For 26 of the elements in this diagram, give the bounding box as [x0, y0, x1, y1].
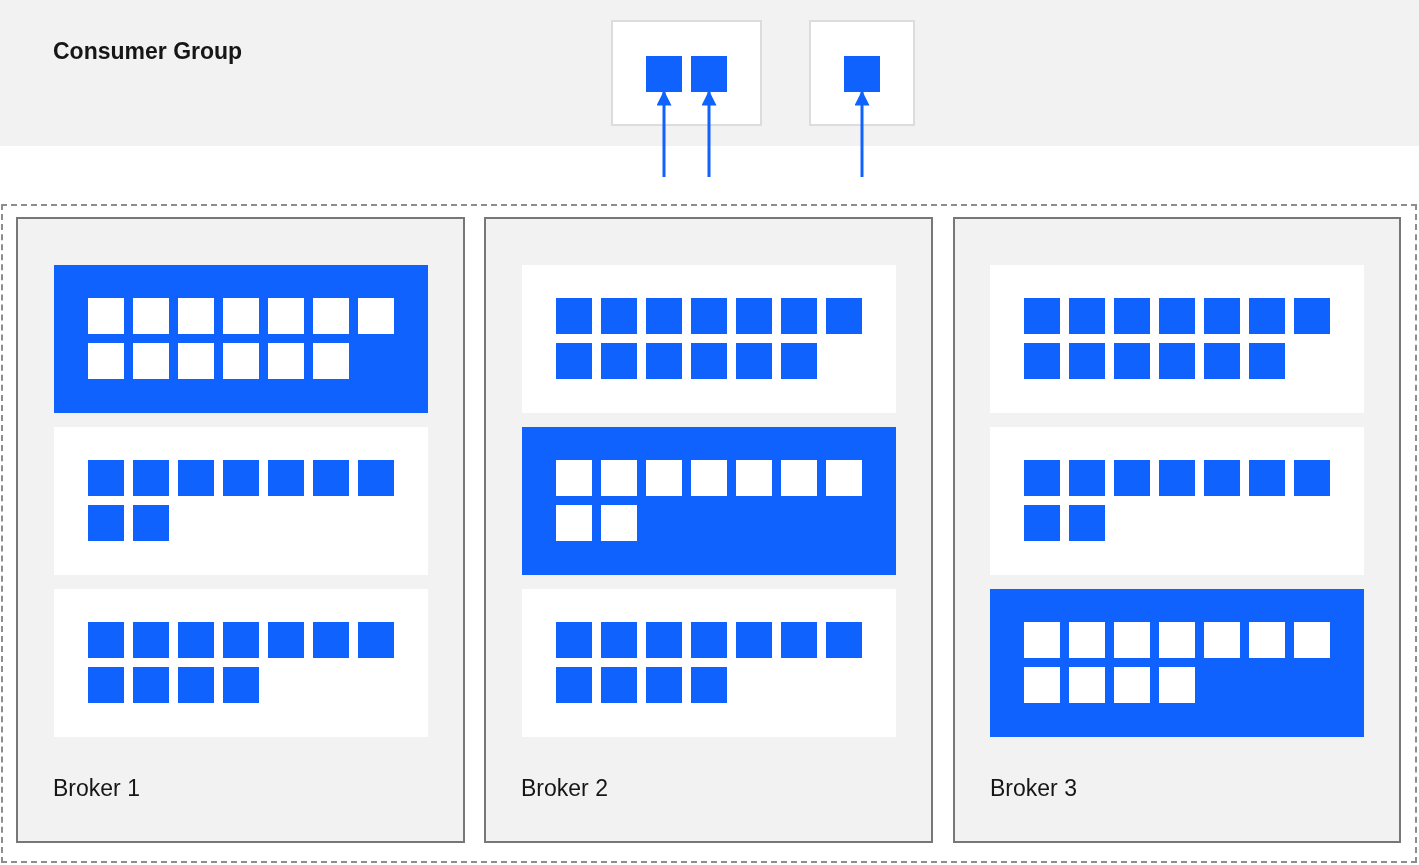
broker-label: Broker 1	[53, 775, 140, 802]
partition-panel	[522, 427, 896, 575]
broker-label: Broker 3	[990, 775, 1077, 802]
consumer-box	[809, 20, 915, 126]
broker-box	[484, 217, 933, 843]
partition-panel	[990, 427, 1364, 575]
broker-box	[16, 217, 465, 843]
group-title: Consumer Group	[53, 38, 243, 65]
broker-label: Broker 2	[521, 775, 608, 802]
partition-panel	[990, 265, 1364, 413]
partition-panel	[522, 265, 896, 413]
arrow	[854, 90, 870, 177]
consumer-square	[844, 56, 880, 92]
consumer-square	[691, 56, 727, 92]
partition-panel	[54, 427, 428, 575]
consumer-box	[611, 20, 762, 126]
consumer-group-band	[0, 0, 1419, 146]
arrow	[701, 90, 717, 177]
partition-panel	[54, 589, 428, 737]
partition-panel	[522, 589, 896, 737]
partition-panel	[990, 589, 1364, 737]
broker-box	[953, 217, 1401, 843]
partition-panel	[54, 265, 428, 413]
cluster-boundary	[1, 204, 1417, 863]
consumer-square	[646, 56, 682, 92]
arrow	[656, 90, 672, 177]
